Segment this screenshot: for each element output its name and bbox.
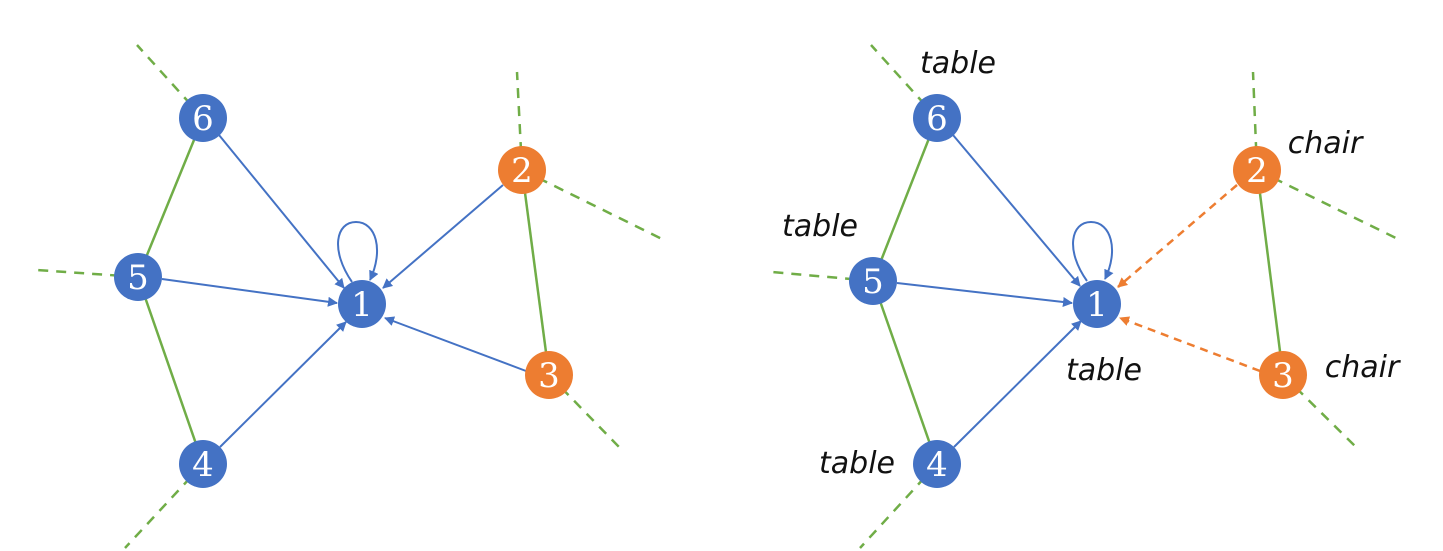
dashed-edge	[1251, 71, 1259, 171]
arrow-2-1	[382, 184, 504, 289]
arrow-3-1	[1119, 316, 1261, 373]
arrow-5-1	[161, 278, 338, 307]
node-label: 4	[192, 445, 214, 485]
dashed-edge	[1256, 168, 1401, 242]
word-label-node-5: table	[782, 209, 858, 244]
node-label: 3	[538, 356, 560, 396]
word-label-node-6: table	[920, 46, 996, 81]
word-label-node-1: table	[1066, 353, 1142, 388]
edge-2-3	[1255, 169, 1285, 376]
dashed-edge	[521, 168, 665, 242]
node-label: 2	[1246, 151, 1268, 191]
edge-5-4	[136, 276, 205, 465]
right-node-2: 2	[1233, 146, 1281, 194]
node-label: 6	[926, 99, 948, 139]
node-label: 4	[926, 445, 948, 485]
right-solid-edges	[871, 117, 1285, 465]
dashed-edge	[515, 71, 524, 171]
node-label: 5	[862, 262, 884, 302]
node-label: 3	[1272, 356, 1294, 396]
left-graph: 1 2 3 4 5 6	[36, 44, 665, 549]
left-arrow-edges	[161, 134, 527, 448]
edge-5-4	[871, 280, 939, 465]
right-arrow-edges	[896, 134, 1114, 448]
edge-6-5	[871, 117, 939, 282]
arrow-4-1	[953, 320, 1082, 448]
node-label: 2	[511, 151, 533, 191]
right-orange-arrow-edges	[1117, 184, 1261, 373]
node-label: 5	[127, 258, 149, 298]
left-node-1: 1	[338, 280, 386, 328]
right-graph: 1 2 3 4 5 6 table chair chair table tabl…	[771, 44, 1401, 549]
left-node-4: 4	[179, 440, 227, 488]
self-loop-1	[1072, 220, 1114, 282]
right-node-6: 6	[913, 94, 961, 142]
node-label: 6	[192, 99, 214, 139]
left-node-6: 6	[179, 94, 227, 142]
right-node-4: 4	[913, 440, 961, 488]
right-node-3: 3	[1259, 351, 1307, 399]
word-label-node-4: table	[819, 446, 895, 481]
word-label-node-3: chair	[1325, 350, 1401, 385]
arrow-2-1	[1117, 184, 1238, 288]
arrow-3-1	[384, 316, 527, 372]
arrow-6-1	[218, 134, 345, 289]
word-label-node-2: chair	[1288, 126, 1364, 161]
right-node-5: 5	[849, 257, 897, 305]
right-node-1: 1	[1073, 280, 1121, 328]
node-label: 1	[1086, 285, 1108, 325]
arrow-5-1	[896, 282, 1073, 307]
arrow-4-1	[219, 321, 347, 448]
left-solid-edges	[136, 117, 551, 465]
edge-6-5	[136, 117, 205, 278]
edge-2-3	[520, 169, 551, 376]
arrow-6-1	[952, 134, 1081, 287]
node-label: 1	[351, 285, 373, 325]
self-loop-1	[337, 220, 379, 283]
left-node-5: 5	[114, 253, 162, 301]
left-node-2: 2	[498, 146, 546, 194]
left-node-3: 3	[525, 351, 573, 399]
